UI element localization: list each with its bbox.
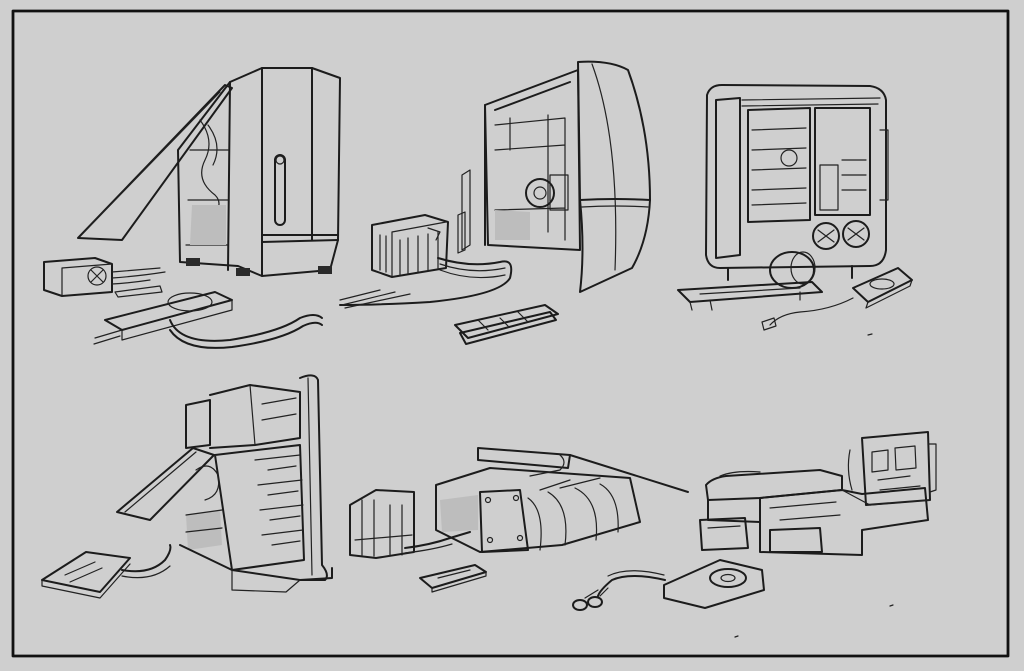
sketch-curved-door-case bbox=[339, 60, 651, 345]
stray-pencil-marks bbox=[734, 333, 894, 638]
sketch-drive-bay-tower bbox=[41, 374, 333, 599]
sketch-horizontal-chassis bbox=[349, 447, 689, 593]
sketch-window-case bbox=[677, 84, 913, 331]
sketch-low-profile-case bbox=[572, 431, 937, 611]
sketch-open-tower-1 bbox=[43, 67, 341, 349]
sheet-border bbox=[11, 9, 1010, 658]
